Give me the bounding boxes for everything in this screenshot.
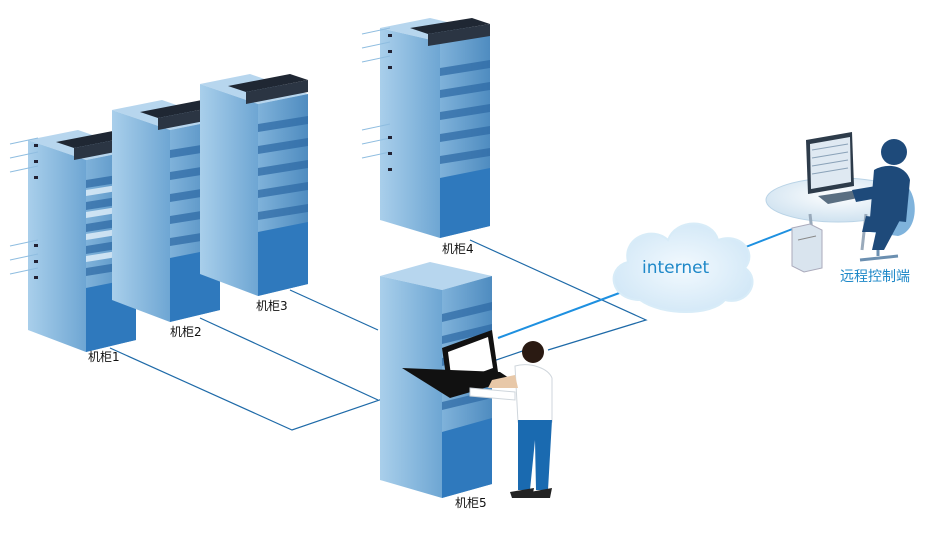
network-switch-icon	[228, 74, 308, 92]
desktop-computer-icon	[791, 132, 868, 273]
rack2-label: 机柜2	[170, 325, 202, 339]
internet-label: internet	[642, 258, 710, 278]
rack3-label: 机柜3	[256, 299, 288, 313]
link-rack5-internet	[497, 291, 623, 339]
person-icon	[852, 139, 910, 250]
network-switch-icon	[410, 18, 490, 34]
link-rack2	[199, 317, 379, 401]
rack4-label: 机柜4	[442, 242, 474, 256]
person-icon	[469, 341, 553, 498]
server-rack-icon	[361, 18, 490, 238]
server-rack-icon	[200, 74, 308, 296]
server-rack-icon	[112, 100, 220, 322]
remote-control-label: 远程控制端	[840, 269, 910, 285]
laptop-icon	[402, 330, 512, 398]
cloud-icon	[612, 222, 754, 313]
link-internet-remote	[737, 227, 796, 251]
rack1-label: 机柜1	[88, 350, 120, 364]
link-rack4	[469, 239, 648, 351]
link-rack3	[289, 289, 379, 331]
rack5-label: 机柜5	[455, 496, 487, 510]
